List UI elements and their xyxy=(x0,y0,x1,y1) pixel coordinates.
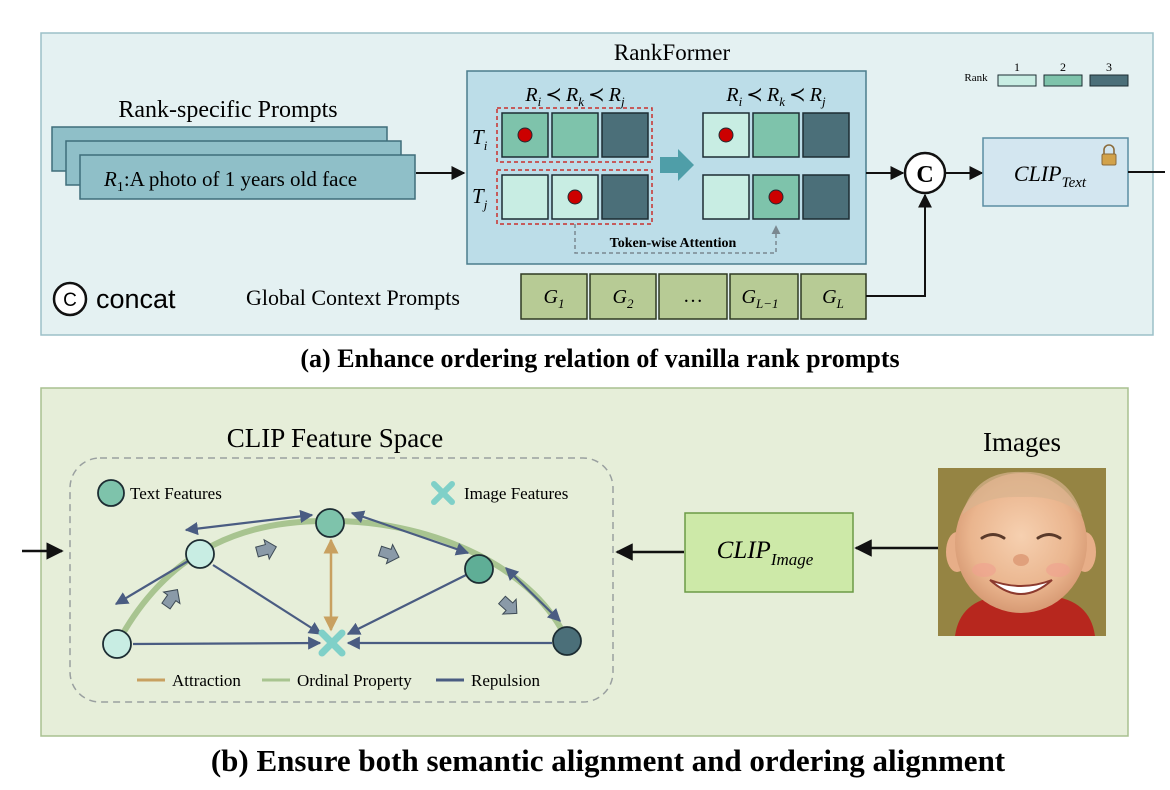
token-marker xyxy=(718,127,734,143)
global-prompt-gl-label: GL xyxy=(822,286,844,311)
global-prompt-gl xyxy=(800,273,867,320)
global-prompt-gl-minus-1 xyxy=(729,273,799,320)
ordering-arrow xyxy=(161,589,181,610)
rank-specific-prompts-title: Rank-specific Prompts xyxy=(118,97,337,123)
text-feature-node xyxy=(464,554,494,584)
token-right-i-2 xyxy=(752,112,800,158)
text-features-legend-label: Text Features xyxy=(130,484,222,503)
token-row-label-j: Tj xyxy=(472,184,488,212)
token-left-j-1 xyxy=(501,174,549,220)
token-left-i-2 xyxy=(551,112,599,158)
concat-legend-label: concat xyxy=(96,284,176,314)
rank-legend-1-number: 1 xyxy=(1014,60,1020,74)
clip-feature-space-title: CLIP Feature Space xyxy=(227,423,443,453)
token-row-i-frame xyxy=(496,107,653,163)
token-row-label-i: Ti xyxy=(472,125,488,153)
order-relation-right: Ri≺Rk≺Rj xyxy=(725,84,826,109)
repulsion-line xyxy=(505,567,561,622)
ordering-arrow xyxy=(377,543,400,565)
concat-node-symbol: C xyxy=(916,162,933,188)
token-right-i-3 xyxy=(802,112,850,158)
text-feature-node xyxy=(552,626,582,656)
token-wise-attention-label: Token-wise Attention xyxy=(610,236,737,251)
text-feature-node xyxy=(102,629,132,659)
token-row-j-frame xyxy=(496,169,653,225)
ordering-arrow xyxy=(497,595,518,615)
clip-image-label: CLIPImage xyxy=(717,537,814,569)
ordering-arrow xyxy=(255,538,278,561)
repulsion-line xyxy=(212,564,323,635)
global-prompt-g1 xyxy=(520,273,588,320)
token-marker xyxy=(768,189,784,205)
panel-b-caption: (b) Ensure both semantic alignment and o… xyxy=(211,743,1006,778)
image-features-legend-label: Image Features xyxy=(464,484,568,503)
concat-legend-icon xyxy=(52,281,88,317)
prompt-card-front xyxy=(79,154,416,200)
global-prompts-to-concat-arrow xyxy=(866,193,932,297)
text-feature-node xyxy=(315,508,345,538)
token-attention-connector xyxy=(574,224,781,254)
token-marker xyxy=(517,127,533,143)
image-feature-marker xyxy=(318,629,346,657)
clip-image-encoder xyxy=(684,512,854,593)
rank-legend-3-number: 3 xyxy=(1106,60,1112,74)
clip-text-label: CLIPText xyxy=(1014,161,1087,191)
attraction-legend-label: Attraction xyxy=(172,671,241,690)
face-photo xyxy=(938,468,1106,636)
transform-arrow xyxy=(660,149,694,181)
repulsion-line xyxy=(350,510,470,556)
lock-icon xyxy=(1101,144,1117,166)
global-context-prompts-title: Global Context Prompts xyxy=(246,285,460,310)
image-features-legend-icon xyxy=(431,481,455,505)
feature-space-region xyxy=(69,457,614,703)
global-prompt-gl-minus-1-label: GL−1 xyxy=(742,286,779,311)
token-right-j-3 xyxy=(802,174,850,220)
concat-legend-symbol: C xyxy=(63,290,77,311)
rank-legend-1-swatch xyxy=(997,74,1037,87)
global-prompt-g2-label: G2 xyxy=(613,286,634,311)
global-prompt-ellipsis xyxy=(658,273,728,320)
token-right-j-1 xyxy=(702,174,750,220)
images-title: Images xyxy=(983,427,1061,457)
text-feature-node xyxy=(185,539,215,569)
repulsion-line xyxy=(346,574,467,635)
rank-legend-2-number: 2 xyxy=(1060,60,1066,74)
token-marker xyxy=(567,189,583,205)
rank-legend-3-swatch xyxy=(1089,74,1129,87)
token-left-i-3 xyxy=(601,112,649,158)
rank-legend-label: Rank xyxy=(964,72,988,84)
repulsion-line xyxy=(184,509,314,536)
rankformer-title: RankFormer xyxy=(614,40,731,65)
repulsion-line xyxy=(132,636,322,650)
panel-a-caption: (a) Enhance ordering relation of vanilla… xyxy=(300,344,899,373)
repulsion-line xyxy=(114,553,202,605)
order-relation-left: Ri≺Rk≺Rj xyxy=(524,84,625,109)
repulsion-legend-label: Repulsion xyxy=(471,671,540,690)
global-prompt-g1-label: G1 xyxy=(544,286,565,311)
ordinal-legend-label: Ordinal Property xyxy=(297,671,412,690)
rank-legend-2-swatch xyxy=(1043,74,1083,87)
token-attention-label-bg xyxy=(588,232,763,250)
token-left-j-3 xyxy=(601,174,649,220)
global-prompt-ellipsis-label: … xyxy=(683,285,703,307)
global-prompt-g2 xyxy=(589,273,657,320)
text-features-legend-icon xyxy=(97,479,125,507)
prompt-card-text: R1:A photo of 1 years old face xyxy=(103,167,357,195)
